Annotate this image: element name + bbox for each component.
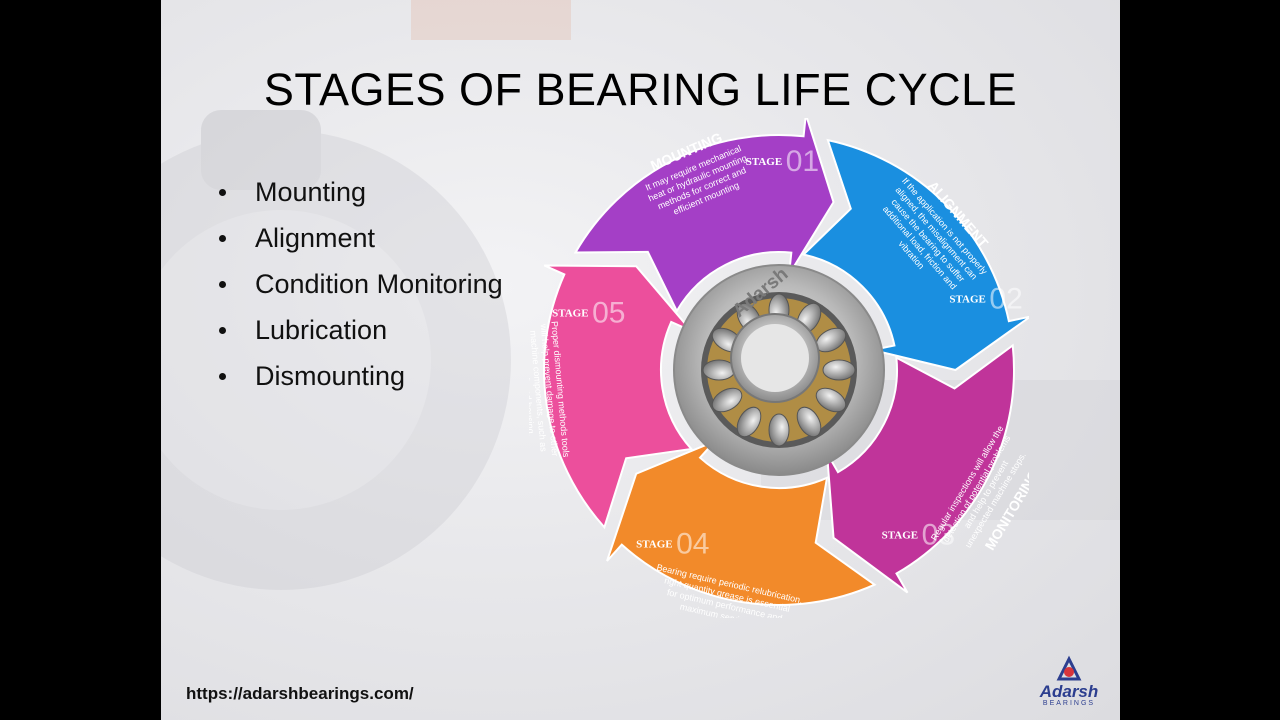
- stage-arrow-monitoring: [826, 343, 1015, 594]
- bearing-roller: [796, 406, 822, 438]
- bearing-roller: [815, 387, 847, 413]
- stage-arrow-dismounting: [543, 264, 694, 530]
- stage-number: 04: [676, 527, 709, 560]
- bearing-image: Adarsh: [673, 264, 885, 476]
- logo-sub: BEARINGS: [1042, 700, 1096, 707]
- stage-arrow-alignment: [801, 138, 1029, 372]
- bullet-item: Mounting: [217, 172, 503, 218]
- stage-text-group: DISMOUNTINGProper dismounting methods to…: [529, 321, 571, 458]
- bullet-item: Lubrication: [217, 310, 503, 356]
- slide-title: STAGES OF BEARING LIFE CYCLE: [263, 64, 1018, 115]
- stage-number: 03: [922, 519, 955, 552]
- stage-number: 05: [592, 296, 625, 329]
- stage-word: STAGE: [882, 530, 918, 542]
- bearing-roller: [711, 387, 743, 413]
- stage-word: STAGE: [746, 156, 782, 168]
- stage-word: STAGE: [636, 538, 672, 550]
- stage-word: STAGE: [552, 307, 588, 319]
- bearing-roller: [822, 359, 856, 381]
- stage-arrow-lubrication: [606, 440, 877, 606]
- bullet-item: Alignment: [217, 218, 503, 264]
- stage-word: STAGE: [949, 294, 985, 306]
- bearing-roller: [768, 413, 790, 447]
- bullet-item: Dismounting: [217, 356, 503, 402]
- footer-url[interactable]: https://adarshbearings.com/: [186, 684, 414, 703]
- stage-arrow-mounting: [573, 118, 835, 314]
- stage-number: 02: [989, 283, 1022, 316]
- logo-word: Adarsh: [1039, 682, 1099, 701]
- bullet-list: Mounting Alignment Condition Monitoring …: [217, 172, 503, 402]
- logo-mark-icon: [1056, 655, 1082, 681]
- adarsh-logo: Adarsh BEARINGS: [1034, 655, 1104, 710]
- stage-description-line: the shaft and housing.: [529, 347, 536, 436]
- bullet-item: Condition Monitoring: [217, 264, 503, 310]
- stage-number: 01: [786, 145, 819, 178]
- bearing-roller: [702, 359, 736, 381]
- bearing-roller: [736, 406, 762, 438]
- slide: STAGES OF BEARING LIFE CYCLE Mounting Al…: [161, 0, 1120, 720]
